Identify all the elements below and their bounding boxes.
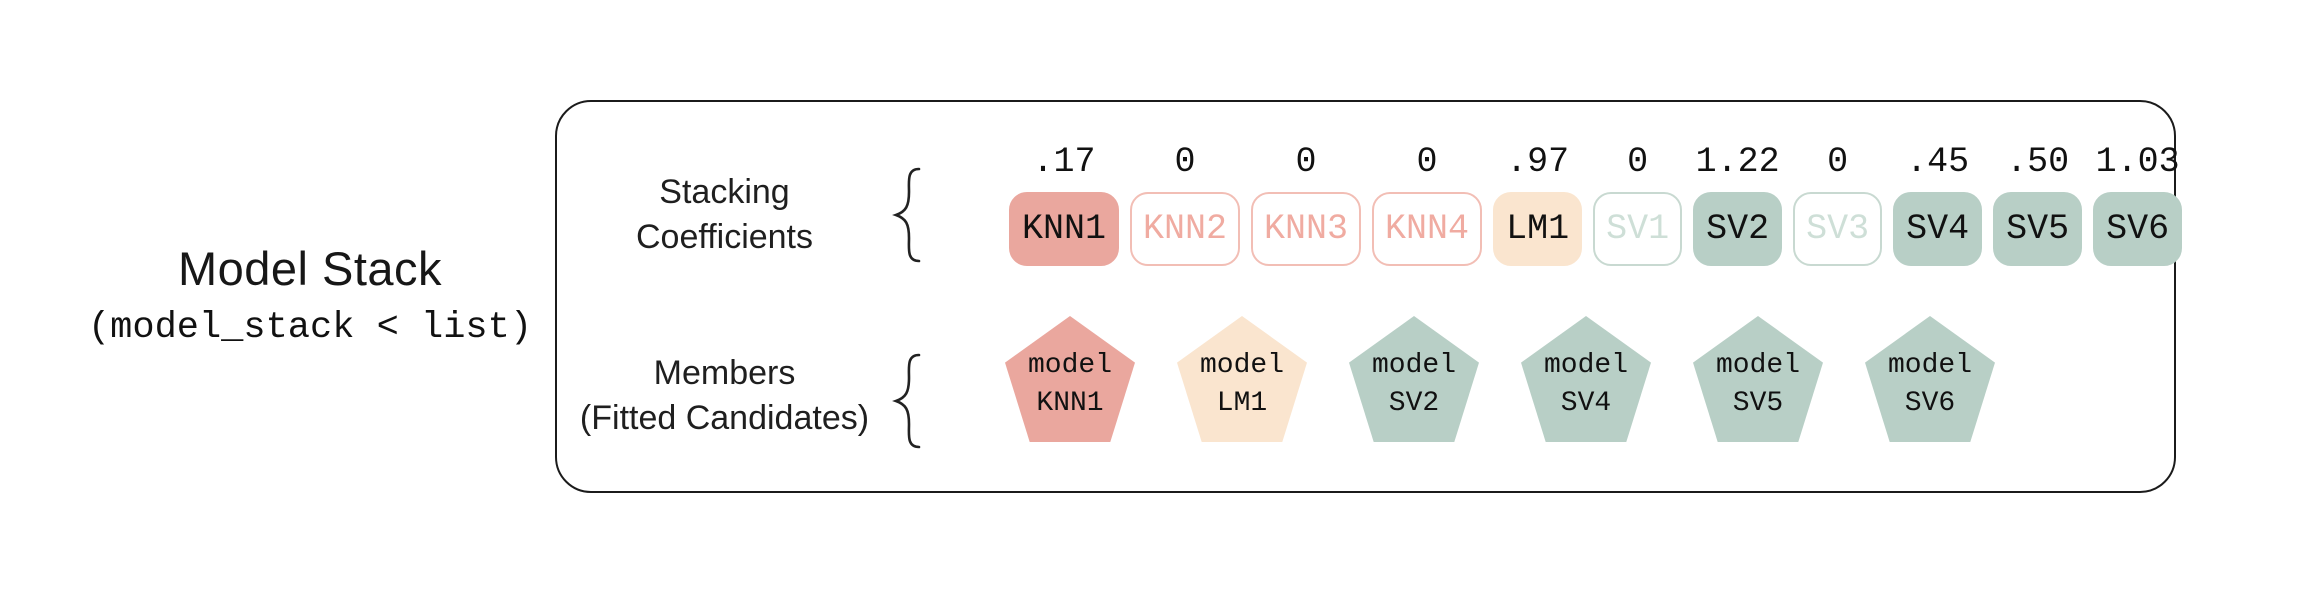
member-pentagon-sv5-line1: model: [1715, 350, 1800, 381]
model-chip-lm1: LM1: [1493, 192, 1583, 266]
coefficient-chip-row: .17 KNN1 0 KNN2 0 KNN3 0 KNN4 .97 LM1 0 …: [1009, 142, 2183, 266]
left-brace-icon: [891, 352, 921, 450]
chip-group-sv3: 0 SV3: [1793, 142, 1883, 266]
chip-group-sv4: .45 SV4: [1893, 142, 1983, 266]
member-pentagon-lm1-line1: model: [1199, 350, 1284, 381]
member-pentagon-sv4-line1: model: [1543, 350, 1628, 381]
title-block: Model Stack (model_stack < list): [70, 243, 550, 351]
members-pentagon-row: model KNN1 model LM1 model SV2 model SV4…: [1005, 316, 1995, 442]
coefficient-value-sv2: 1.22: [1695, 142, 1780, 182]
member-pentagon-sv2-line1: model: [1371, 350, 1456, 381]
coefficient-value-knn4: 0: [1416, 142, 1438, 182]
chip-group-knn4: 0 KNN4: [1372, 142, 1483, 266]
coefficient-value-lm1: .97: [1506, 142, 1570, 182]
member-pentagon-sv4: model SV4: [1521, 316, 1651, 442]
stack-box: Stacking Coefficients .17 KNN1 0 KNN2 0 …: [555, 100, 2183, 493]
members-label-line2: (Fitted Candidates): [579, 399, 870, 437]
member-pentagon-sv5-line2: SV5: [1732, 388, 1784, 419]
member-pentagon-knn1: model KNN1: [1005, 316, 1135, 442]
member-pentagon-knn1-line1: model: [1027, 350, 1112, 381]
stacking-coefficients-label-line1: Stacking: [659, 173, 790, 211]
member-pentagon-sv6: model SV6: [1865, 316, 1995, 442]
stacking-coefficients-label: Stacking Coefficients: [557, 170, 892, 260]
member-pentagon-lm1-line2: LM1: [1216, 388, 1268, 419]
model-chip-sv6: SV6: [2093, 192, 2183, 266]
model-chip-knn2: KNN2: [1130, 192, 1241, 266]
model-chip-sv5: SV5: [1993, 192, 2083, 266]
coefficient-value-knn2: 0: [1174, 142, 1196, 182]
coefficient-value-sv6: 1.03: [2095, 142, 2180, 182]
member-pentagon-lm1: model LM1: [1177, 316, 1307, 442]
chip-group-knn3: 0 KNN3: [1251, 142, 1362, 266]
members-label: Members (Fitted Candidates): [557, 351, 892, 441]
coefficient-value-sv3: 0: [1827, 142, 1849, 182]
model-chip-knn4: KNN4: [1372, 192, 1483, 266]
page-title: Model Stack: [177, 242, 443, 295]
chip-group-sv6: 1.03 SV6: [2093, 142, 2183, 266]
member-pentagon-sv2-line2: SV2: [1388, 388, 1440, 419]
chip-group-knn2: 0 KNN2: [1130, 142, 1241, 266]
model-chip-sv4: SV4: [1893, 192, 1983, 266]
member-pentagon-sv6-line1: model: [1887, 350, 1972, 381]
member-pentagon-knn1-line2: KNN1: [1036, 388, 1104, 419]
coefficient-value-sv4: .45: [1906, 142, 1970, 182]
model-stack-code: (model_stack < list): [87, 307, 533, 349]
member-pentagon-sv2: model SV2: [1349, 316, 1479, 442]
chip-group-lm1: .97 LM1: [1493, 142, 1583, 266]
model-chip-sv1: SV1: [1593, 192, 1683, 266]
member-pentagon-sv6-line2: SV6: [1904, 388, 1956, 419]
model-chip-sv2: SV2: [1693, 192, 1783, 266]
stacking-coefficients-label-line2: Coefficients: [635, 218, 814, 256]
model-chip-sv3: SV3: [1793, 192, 1883, 266]
chip-group-sv5: .50 SV5: [1993, 142, 2083, 266]
member-pentagon-sv5: model SV5: [1693, 316, 1823, 442]
model-chip-knn1: KNN1: [1009, 192, 1120, 266]
coefficient-value-knn3: 0: [1295, 142, 1317, 182]
coefficient-value-knn1: .17: [1032, 142, 1096, 182]
chip-group-sv1: 0 SV1: [1593, 142, 1683, 266]
members-label-line1: Members: [653, 354, 796, 392]
coefficient-value-sv5: .50: [2006, 142, 2070, 182]
left-brace-icon: [891, 166, 921, 264]
member-pentagon-sv4-line2: SV4: [1560, 388, 1612, 419]
chip-group-sv2: 1.22 SV2: [1693, 142, 1783, 266]
chip-group-knn1: .17 KNN1: [1009, 142, 1120, 266]
coefficient-value-sv1: 0: [1627, 142, 1649, 182]
model-chip-knn3: KNN3: [1251, 192, 1362, 266]
